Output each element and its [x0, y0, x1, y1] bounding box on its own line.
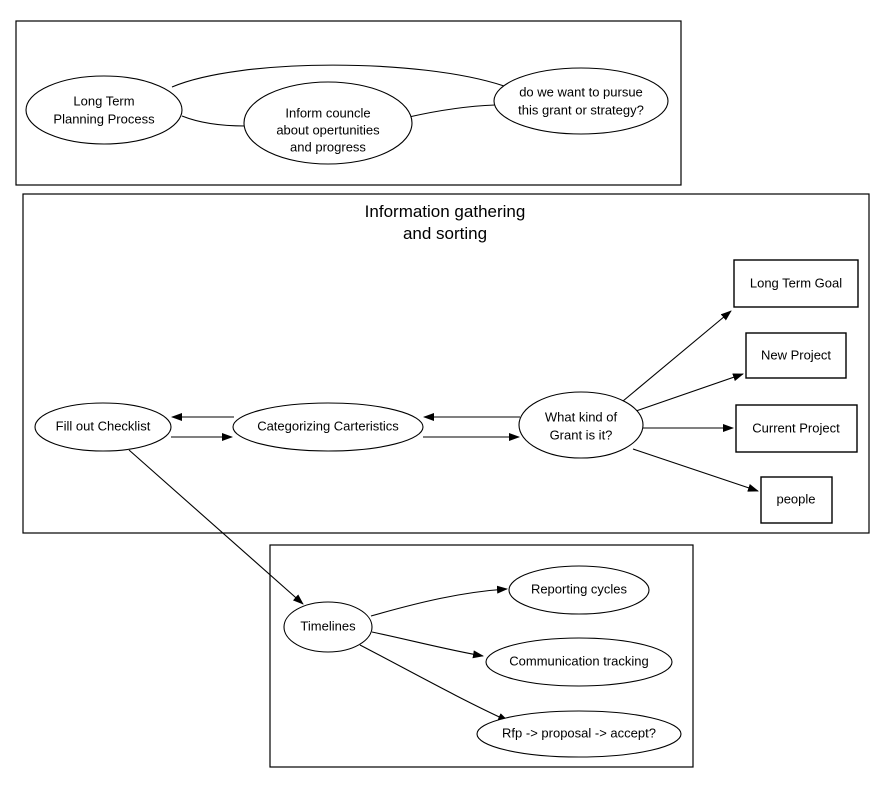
- categorizing-carteristics-ellipse[interactable]: [232, 402, 424, 452]
- node-communication-tracking[interactable]: Communication tracking: [485, 637, 673, 687]
- new-project-rect[interactable]: [745, 332, 847, 379]
- communication-tracking-label: Communication tracking: [509, 653, 648, 668]
- rfp-proposal-accept-ellipse[interactable]: [476, 710, 682, 758]
- fill-out-checklist-ellipse[interactable]: [34, 402, 172, 452]
- pursue-question-label-line2: this grant or strategy?: [518, 102, 644, 117]
- edge-grant-to-new-project: [635, 373, 744, 412]
- long-term-planning-process-ellipse[interactable]: [25, 75, 183, 145]
- edge-timelines-to-reporting: [370, 585, 508, 617]
- what-kind-of-grant-ellipse[interactable]: [518, 391, 644, 459]
- rfp-proposal-accept-label: Rfp -> proposal -> accept?: [502, 725, 656, 740]
- what-kind-of-grant-label-line1: What kind of: [545, 409, 618, 424]
- edge-timelines-to-communication: [371, 631, 484, 659]
- node-new-project[interactable]: New Project: [745, 332, 847, 379]
- people-rect[interactable]: [760, 476, 833, 524]
- node-inform-councle[interactable]: Inform councle about opertunities and pr…: [243, 81, 413, 165]
- current-project-label: Current Project: [752, 420, 840, 435]
- node-long-term-planning-process[interactable]: Long Term Planning Process: [25, 75, 183, 145]
- current-project-rect[interactable]: [735, 404, 858, 453]
- bottom-group-box: [269, 544, 694, 768]
- timelines-label: Timelines: [300, 618, 356, 633]
- node-rfp-proposal-accept[interactable]: Rfp -> proposal -> accept?: [476, 710, 682, 758]
- timelines-ellipse[interactable]: [283, 601, 373, 653]
- long-term-planning-process-label-line2: Planning Process: [53, 111, 155, 126]
- node-fill-out-checklist[interactable]: Fill out Checklist: [34, 402, 172, 452]
- node-long-term-goal[interactable]: Long Term Goal: [733, 259, 859, 308]
- node-pursue-question[interactable]: do we want to pursue this grant or strat…: [493, 67, 669, 135]
- node-categorizing-carteristics[interactable]: Categorizing Carteristics: [232, 402, 424, 452]
- node-what-kind-of-grant[interactable]: What kind of Grant is it?: [518, 391, 644, 459]
- middle-group-title-line2: and sorting: [403, 224, 487, 243]
- edge-checklist-to-timelines: [128, 449, 304, 605]
- top-group-box: [15, 20, 682, 186]
- long-term-goal-rect[interactable]: [733, 259, 859, 308]
- fill-out-checklist-label: Fill out Checklist: [56, 418, 151, 433]
- middle-group-title-line1: Information gathering: [365, 202, 526, 221]
- long-term-goal-label: Long Term Goal: [750, 275, 842, 290]
- edge-grant-to-people: [632, 448, 759, 492]
- reporting-cycles-label: Reporting cycles: [531, 581, 628, 596]
- edge-planning-to-inform: [181, 115, 246, 127]
- node-people[interactable]: people: [760, 476, 833, 524]
- long-term-planning-process-label-line1: Long Term: [73, 93, 134, 108]
- node-current-project[interactable]: Current Project: [735, 404, 858, 453]
- edge-grant-to-long-term-goal: [622, 310, 732, 402]
- what-kind-of-grant-label-line2: Grant is it?: [550, 427, 613, 442]
- inform-councle-label-line1: Inform councle: [285, 105, 370, 120]
- edge-timelines-to-rfp: [359, 644, 509, 722]
- inform-councle-ellipse[interactable]: [243, 81, 413, 165]
- new-project-label: New Project: [761, 347, 831, 362]
- node-reporting-cycles[interactable]: Reporting cycles: [508, 565, 650, 615]
- inform-councle-label-line2: about opertunities: [276, 122, 380, 137]
- pursue-question-label-line1: do we want to pursue: [519, 84, 643, 99]
- edge-inform-to-pursue: [408, 104, 496, 118]
- reporting-cycles-ellipse[interactable]: [508, 565, 650, 615]
- node-timelines[interactable]: Timelines: [283, 601, 373, 653]
- pursue-question-ellipse[interactable]: [493, 67, 669, 135]
- categorizing-carteristics-label: Categorizing Carteristics: [257, 418, 399, 433]
- people-label: people: [776, 491, 815, 506]
- inform-councle-label-line3: and progress: [290, 139, 366, 154]
- edge-planning-to-pursue: [171, 64, 505, 88]
- middle-group-box: [22, 193, 870, 534]
- communication-tracking-ellipse[interactable]: [485, 637, 673, 687]
